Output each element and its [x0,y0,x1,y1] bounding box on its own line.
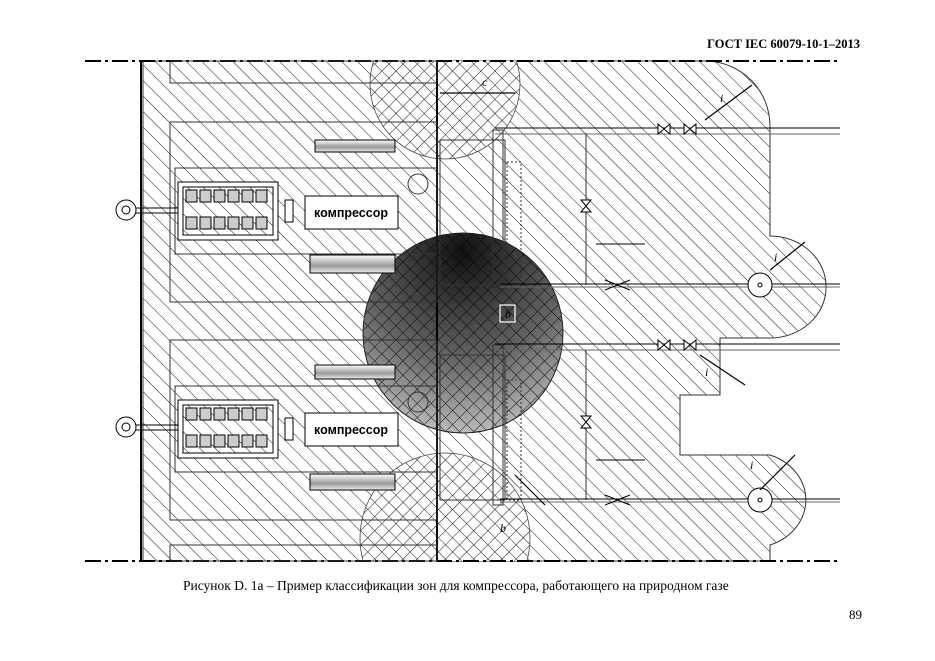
dimension-b: b [500,521,506,535]
dimension-i-right-lower: i [750,458,753,472]
dimension-i-top: i [720,91,723,105]
dimension-i-right-upper: i [774,250,777,264]
dimension-c: c [482,75,488,89]
dimension-b-box: b [505,307,511,321]
compressor-label-top: компрессор [314,206,388,220]
document-header: ГОСТ IEC 60079-10-1–2013 [707,37,860,51]
dimension-i-middle: i [705,365,708,379]
b-label-box [499,304,516,323]
motor-top [177,139,396,274]
page-number: 89 [849,607,862,622]
compressor-top [304,195,399,230]
motor-bottom [177,364,396,491]
inlet-connector-bottom [115,416,137,438]
compressor-bottom [304,412,399,447]
inlet-connector-top [115,199,137,221]
compressor-label-bottom: компрессор [314,423,388,437]
figure-caption: Рисунок D. 1а – Пример классификации зон… [183,578,729,593]
